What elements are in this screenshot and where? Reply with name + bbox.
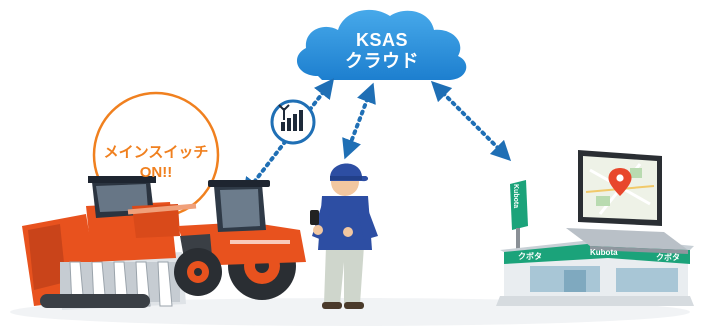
tractor-icon — [174, 180, 306, 300]
cloud-label: KSAS クラウド — [312, 30, 452, 72]
store-sign-right: クボタ — [656, 253, 680, 262]
link-cloud-farmer — [342, 82, 376, 160]
main-switch-label: メインスイッチ ON!! — [92, 143, 220, 183]
cloud-subtitle: クラウド — [345, 51, 419, 71]
signal-icon — [270, 99, 316, 145]
phone-icon — [310, 210, 319, 225]
badge-line-2: ON!! — [139, 164, 173, 181]
combine-harvester-icon — [22, 176, 197, 310]
cloud-title: KSAS — [355, 30, 408, 50]
cloud-icon — [296, 9, 467, 80]
store-sign-left: クボタ — [518, 252, 542, 261]
store-sign-center: Kubota — [590, 248, 618, 257]
store-sign-vertical: Kubota — [512, 184, 519, 209]
map-pin-icon — [608, 168, 632, 196]
badge-line-1: メインスイッチ — [103, 144, 209, 161]
link-cloud-store — [430, 80, 512, 162]
farmer-icon — [310, 163, 378, 309]
laptop-icon — [566, 150, 688, 254]
